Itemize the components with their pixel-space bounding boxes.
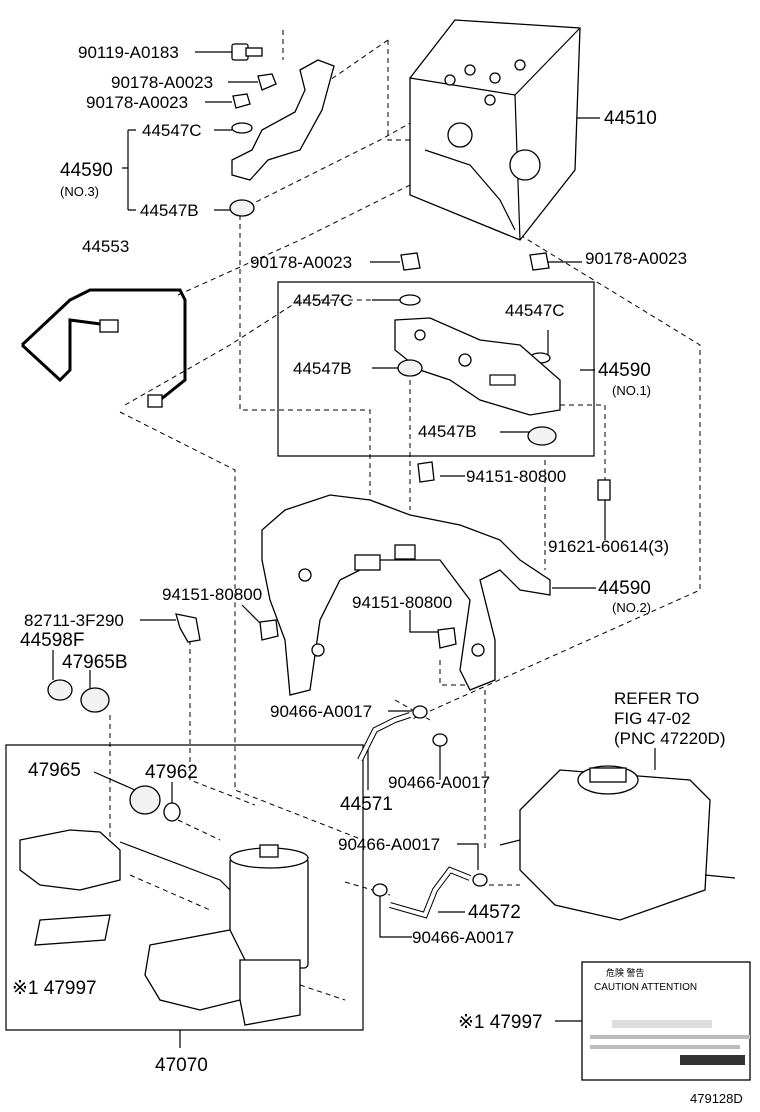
clip-82711-3F290 [175,613,201,643]
nut-94151-80800-b [259,619,279,641]
callout-47070: 47070 [155,1055,208,1076]
figure-id: 479128D [690,1091,743,1106]
clamp-90466-A0017-a [412,705,428,719]
hose-44571 [357,712,411,762]
callout-90178-A0023-c: 90178-A0023 [250,253,352,272]
bolt-91621-60614 [597,479,611,501]
bushing-44547B-c [527,426,557,446]
callout-44510: 44510 [604,108,657,129]
callout-44598F: 44598F [20,630,84,651]
pump-motor-47070 [144,844,309,1026]
bushing-44547B-b [397,359,423,377]
callout-90178-A0023-d: 90178-A0023 [585,249,687,268]
callout-94151-80800-c: 94151-80800 [352,593,452,612]
caution-label-47997-b [581,961,751,1081]
callout-94151-80800-b: 94151-80800 [162,585,262,604]
nut-94151-80800-a [417,461,435,483]
callout-44590-c-note: (NO.2) [612,600,651,615]
leader-lines [5,30,701,1048]
bolt-90119-A0183 [231,43,263,61]
callout-47962: 47962 [145,762,198,783]
caution-label-text-1: 危険 警告 [606,967,645,978]
callout-44547C-c: 44547C [505,301,565,320]
nut-90178-A0023-a [257,73,277,91]
label-47997-a [34,914,111,946]
callout-82711-3F290: 82711-3F290 [24,611,124,630]
callout-44590-b: 44590 [598,360,651,381]
bushing-44547B-a [229,199,255,217]
callout-44590-b-note: (NO.1) [612,383,651,398]
callout-90466-A0017-c: 90466-A0017 [338,835,440,854]
callout-44547C-a: 44547C [142,121,202,140]
hose-44572 [389,866,472,919]
callout-47997-a: ※1 47997 [12,978,97,999]
nut-90178-A0023-c [400,252,421,271]
nut-94151-80800-c [437,627,457,649]
callout-90466-A0017-b: 90466-A0017 [388,773,490,792]
callout-44590-a: 44590 [60,160,113,181]
clamp-90466-A0017-b [432,733,448,747]
callout-44547B-a: 44547B [140,201,199,220]
cushion-44598F [47,679,73,701]
callout-44547B-b: 44547B [293,359,352,378]
callout-47965: 47965 [28,760,81,781]
callout-44547B-c: 44547B [418,422,477,441]
callout-44547C-b: 44547C [293,291,353,310]
refer-line-2: FIG 47-02 [614,709,691,728]
callout-90466-A0017-d: 90466-A0017 [412,928,514,947]
reservoir-tank [499,765,736,921]
bracket-44590-no3 [231,59,335,181]
callout-94151-80800-a: 94151-80800 [466,467,566,486]
clamp-90466-A0017-c [472,873,488,887]
callout-47997-b: ※1 47997 [458,1012,543,1033]
callout-91621-60614: 91621-60614(3) [548,537,669,556]
callout-47965B: 47965B [62,652,128,673]
callout-90178-A0023-b: 90178-A0023 [86,93,188,112]
cushion-47965B [80,687,110,713]
cushion-47965 [129,785,161,815]
grommet-47962 [163,802,181,822]
callout-90178-A0023-a: 90178-A0023 [111,73,213,92]
callout-44590-a-note: (NO.3) [60,184,99,199]
nut-90178-A0023-d [529,252,550,271]
nut-90178-A0023-b [232,93,251,109]
pump-bracket [19,829,231,891]
callout-44571: 44571 [340,794,393,815]
bracket-44590-no2 [261,494,551,696]
caution-label-text-2: CAUTION ATTENTION [594,982,697,993]
refer-line-3: (PNC 47220D) [614,729,726,748]
bushing-44547C-b [399,294,421,306]
refer-line-1: REFER TO [614,689,699,708]
abs-actuator-44510 [409,19,581,241]
brake-tube-44553 [20,288,187,408]
callout-44590-c: 44590 [598,578,651,599]
bushing-44547C-a [231,122,253,134]
callout-44572: 44572 [468,902,521,923]
callout-90119-A0183: 90119-A0183 [78,43,179,62]
clamp-90466-A0017-d [372,883,388,897]
callout-44553: 44553 [82,237,129,256]
callout-90466-A0017-a: 90466-A0017 [270,702,372,721]
